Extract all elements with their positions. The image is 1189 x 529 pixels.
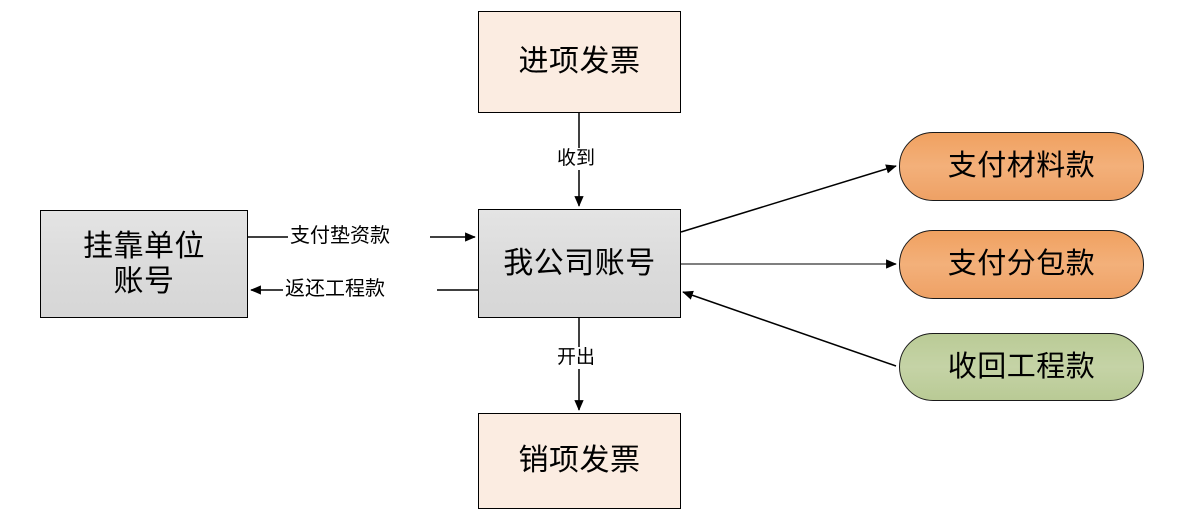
node-affiliate-unit-account[interactable]: 挂靠单位 账号 bbox=[40, 210, 248, 318]
node-pay-material[interactable]: 支付材料款 bbox=[899, 132, 1144, 201]
edge-to-material bbox=[680, 164, 897, 233]
node-input-invoice[interactable]: 进项发票 bbox=[478, 11, 681, 113]
node-output-invoice[interactable]: 销项发票 bbox=[478, 413, 681, 509]
node-recover-project-funds[interactable]: 收回工程款 bbox=[899, 333, 1144, 401]
edge-label-return-project-funds: 返还工程款 bbox=[283, 278, 387, 300]
edge-label-advance-payment: 支付垫资款 bbox=[288, 225, 392, 247]
node-pay-subcontract[interactable]: 支付分包款 bbox=[899, 230, 1144, 299]
node-my-company-account[interactable]: 我公司账号 bbox=[478, 209, 681, 318]
edge-from-recover bbox=[682, 290, 897, 367]
edge-label-issue: 开出 bbox=[555, 347, 598, 368]
edge-label-receive: 收到 bbox=[555, 148, 598, 169]
